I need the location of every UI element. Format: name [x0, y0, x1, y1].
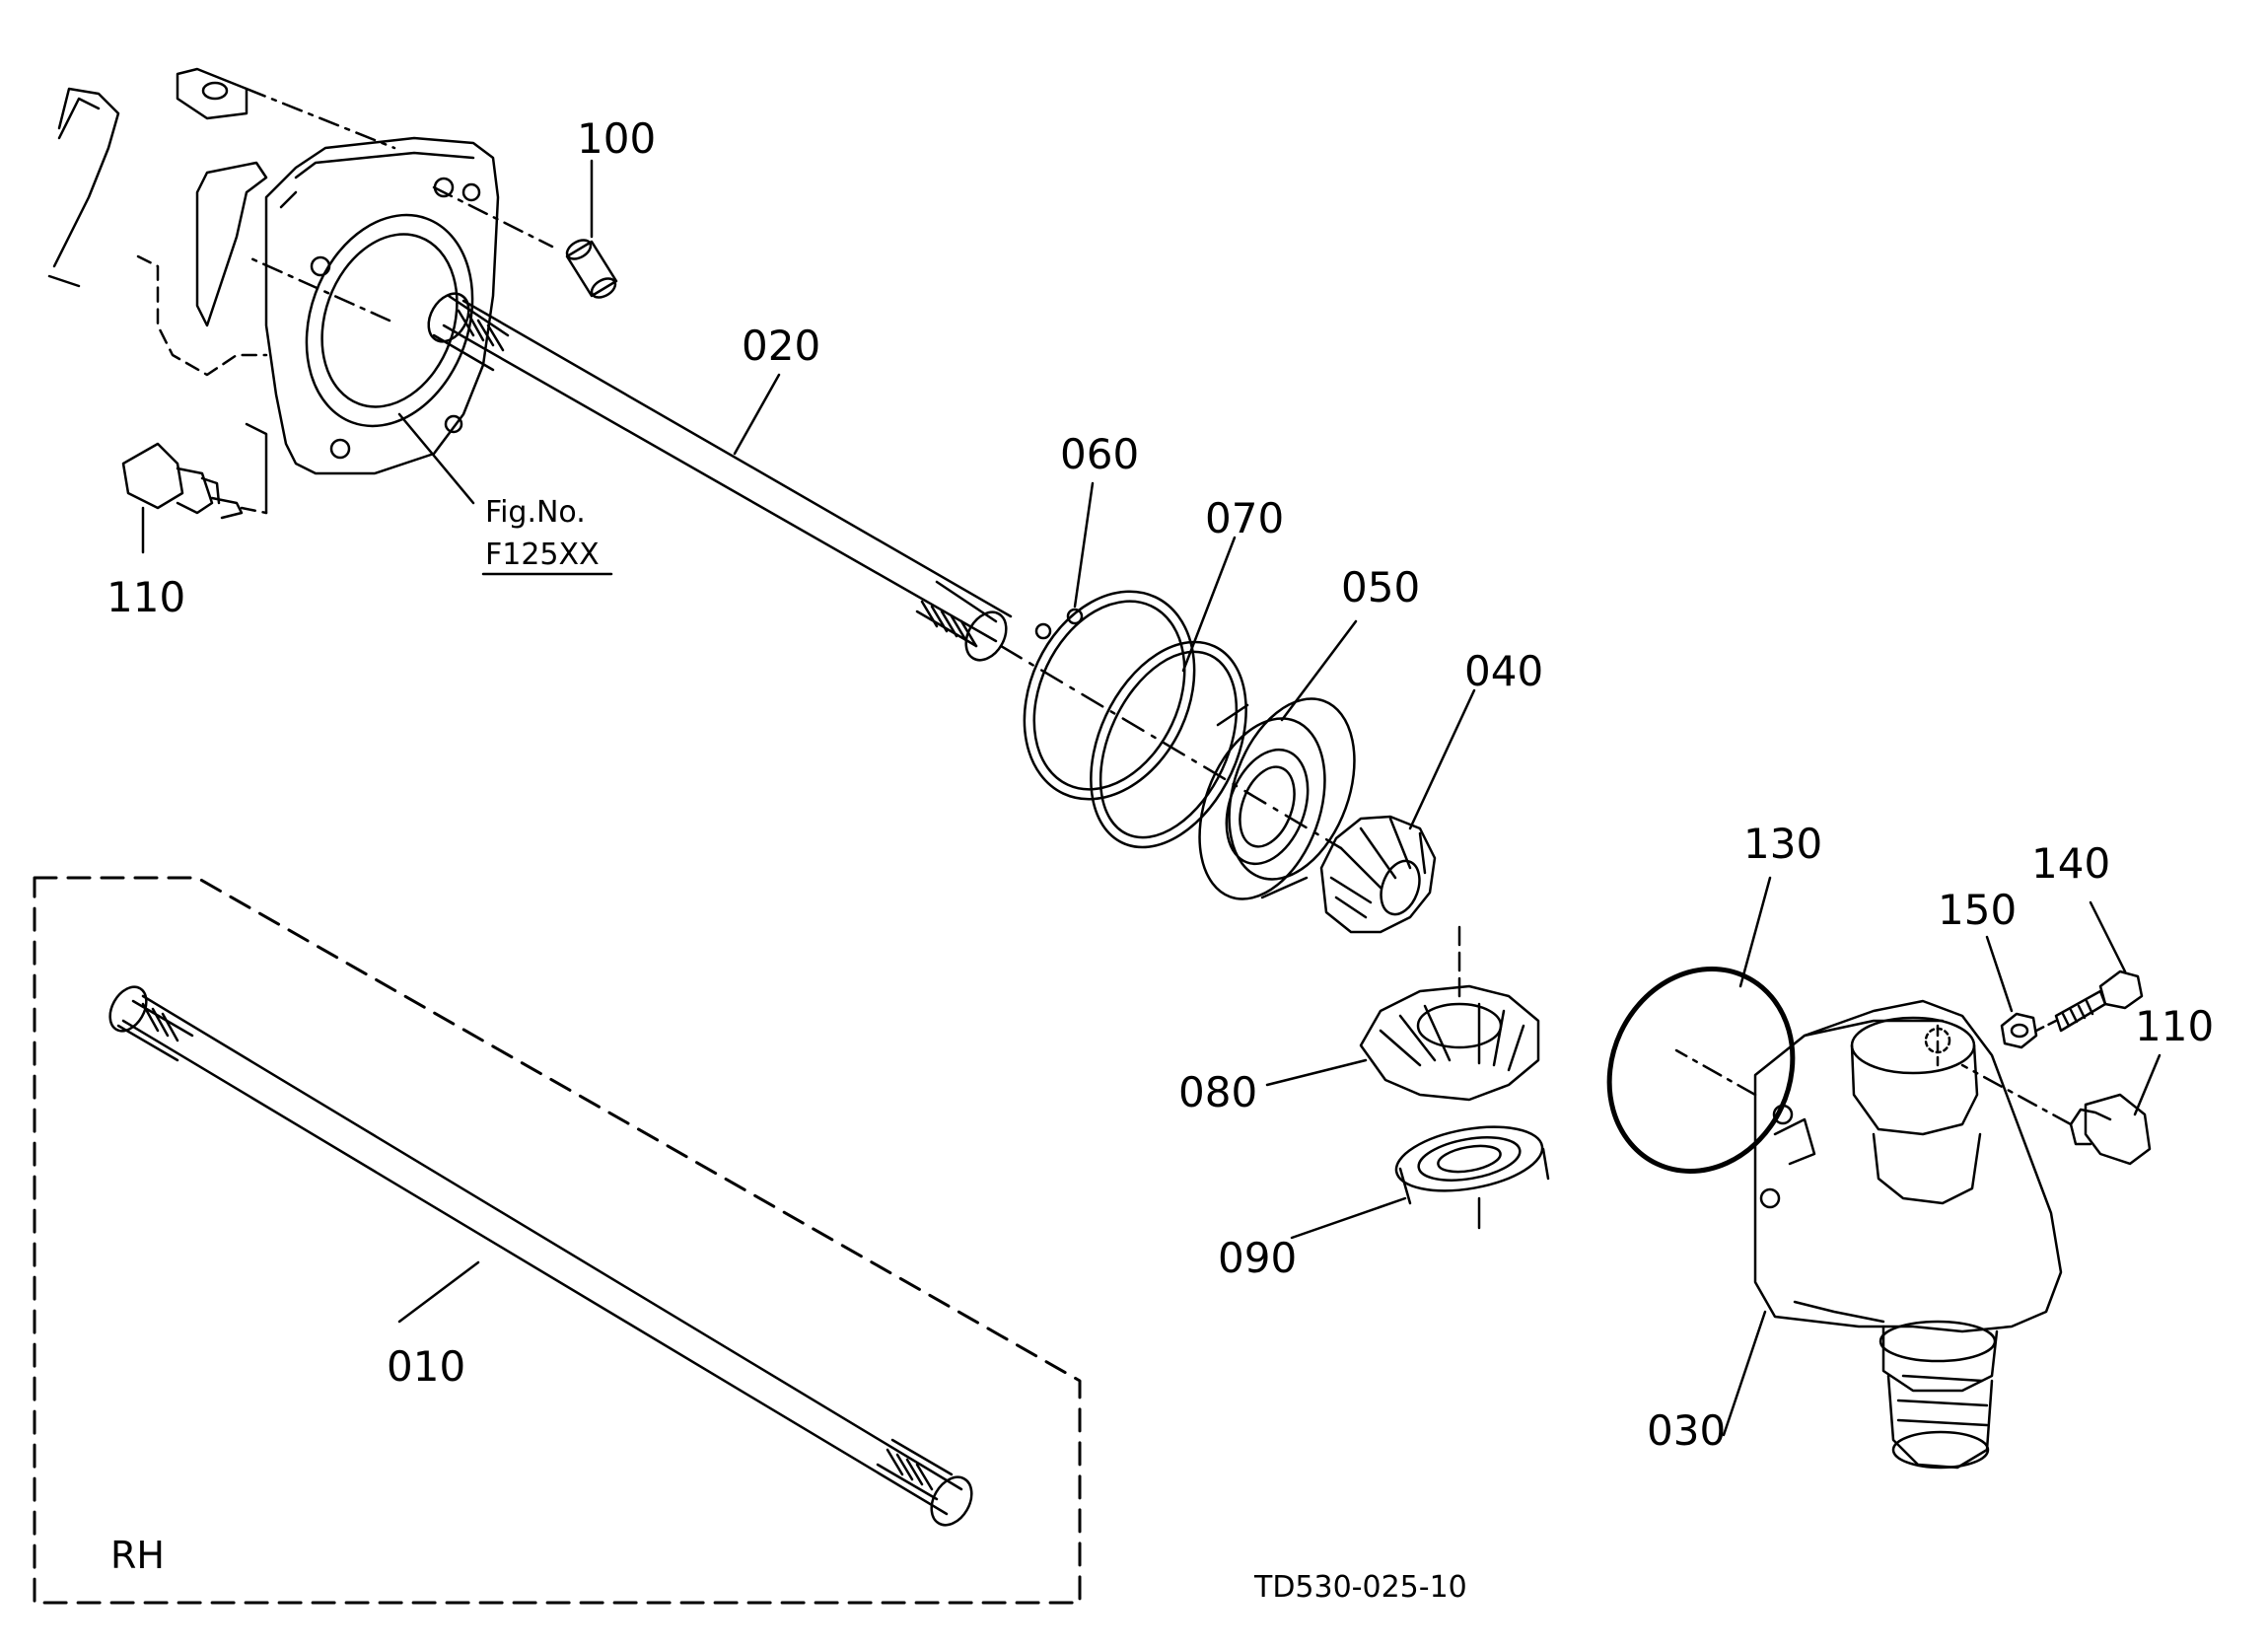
callout-080: 080 [1178, 1068, 1258, 1116]
pinion-gear [1319, 815, 1437, 934]
callout-100: 100 [577, 114, 657, 163]
lock-nut [2000, 1012, 2038, 1049]
callout-110-right: 110 [2135, 1002, 2215, 1050]
axle-shaft-010 [108, 985, 973, 1527]
callout-030: 030 [1647, 1406, 1727, 1455]
callout-090: 090 [1218, 1234, 1298, 1282]
callout-010: 010 [387, 1342, 466, 1391]
hex-bolt [2034, 969, 2144, 1033]
rh-variant-boundary [33, 876, 1082, 1605]
figure-reference-line2: F125XX [485, 538, 600, 572]
variant-label: RH [110, 1534, 165, 1577]
o-ring [1606, 967, 1796, 1174]
callout-060: 060 [1060, 430, 1140, 478]
seal-ring [1090, 640, 1247, 849]
callout-050: 050 [1341, 563, 1421, 611]
housing-outline [47, 67, 554, 475]
callout-140: 140 [2031, 839, 2111, 888]
callout-020: 020 [742, 322, 821, 370]
ball-bearing [1198, 697, 1356, 900]
figure-reference-line1: Fig.No. [485, 495, 586, 530]
gear-case [1674, 999, 2063, 1470]
callout-150: 150 [1938, 886, 2018, 934]
leader-lines [141, 159, 2162, 1437]
callout-110-left: 110 [106, 573, 186, 621]
bevel-gear [1359, 925, 1540, 1102]
lower-bearing [1394, 1125, 1550, 1230]
plug-left [121, 422, 268, 520]
dowel-pin [565, 239, 618, 299]
drawing-code: TD530-025-10 [1254, 1570, 1467, 1605]
callout-130: 130 [1743, 820, 1823, 868]
snap-ring [1023, 590, 1196, 801]
plug-right [1960, 1063, 2152, 1166]
callout-040: 040 [1464, 647, 1544, 695]
callout-070: 070 [1205, 494, 1285, 542]
